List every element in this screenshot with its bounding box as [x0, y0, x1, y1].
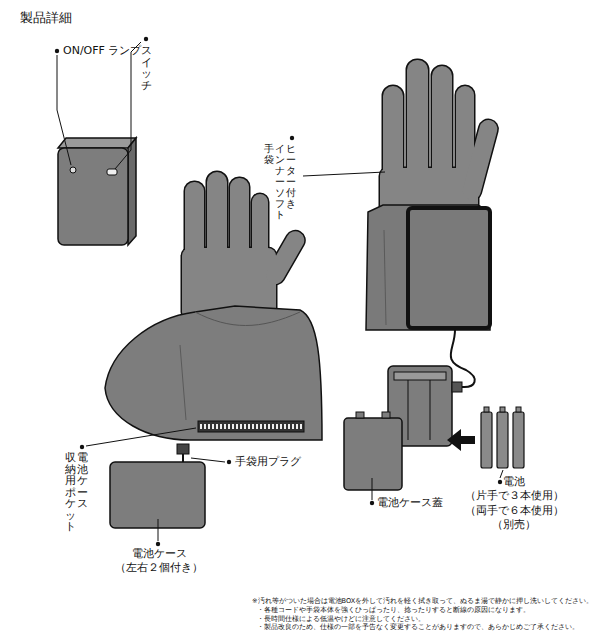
part-label: 手袋用プラグ [235, 455, 301, 469]
part-label: 電池ケース蓋 [377, 496, 443, 510]
leader-line [303, 172, 385, 176]
part-label: ヒーター付き インナーソフト 手袋 [264, 143, 296, 220]
bullet-dot [498, 480, 502, 484]
glove-cuff [366, 205, 490, 330]
part-label: 電池ケース （左右２個付き） [104, 547, 214, 576]
leader-line [115, 42, 141, 169]
note-text: ・各種コードや手袋本体を強くひっぱったり、捻ったりすると断線の原因になります。 [257, 606, 530, 614]
note-text: ※汚れ等がついた場合は電池BOXを外して汚れを軽く拭き取って、ぬるま湯で静かに押… [252, 597, 593, 605]
part-label: ON/OFF ランプ [63, 44, 141, 58]
lid-tab [382, 412, 390, 418]
part-label: 電池ケース 収納用ポケット [65, 452, 87, 533]
glove-fill [380, 60, 499, 214]
bullet-dot [80, 445, 84, 449]
box-side [128, 138, 136, 245]
zipper-teeth [200, 424, 302, 429]
switch [107, 169, 117, 175]
leader-line [158, 519, 159, 541]
text-column: ヒーター付き [286, 143, 296, 209]
bullet-dot [290, 136, 294, 140]
battery [481, 412, 492, 468]
bullet-dot [227, 460, 231, 464]
battery-tip [500, 407, 505, 412]
case-plug [452, 382, 462, 392]
note-text: ・製品改良のため、仕様の一部を予告なく変更することがありますので、あらかじめご了… [257, 623, 579, 631]
leader-line [86, 428, 196, 446]
battery-lid [344, 412, 402, 490]
leader-line [500, 470, 503, 478]
batteries [481, 407, 524, 468]
cuff-strap [408, 208, 490, 328]
cord [451, 330, 475, 387]
part-label: 電池 （片手で３本使用） （両手で６本使用） （別売） [456, 475, 572, 532]
note-text: ・長時間仕様による低温やけどに注意してください。 [257, 615, 425, 623]
glove-outline [380, 60, 499, 214]
bullet-dot [370, 501, 374, 505]
battery-tip [516, 407, 521, 412]
bullet-dot [144, 37, 148, 41]
bullet-dot [55, 49, 59, 53]
text-column: 収納用ポケット [65, 452, 76, 533]
compartment [408, 372, 409, 440]
lamp [70, 167, 76, 173]
terminal-strip [394, 372, 446, 380]
battery [513, 412, 524, 468]
text-column: スイッチ [141, 45, 152, 91]
glove-plug [177, 444, 189, 454]
lid-tab [356, 412, 364, 418]
battery-tip [484, 407, 489, 412]
glove-opening [195, 312, 300, 326]
part-label: スイッチ [141, 45, 152, 91]
text-column: インナーソフト [275, 143, 285, 220]
box-front [58, 148, 128, 245]
pocket-zipper [198, 421, 304, 432]
lid-body [344, 418, 402, 490]
outer-glove [105, 172, 322, 440]
glove-body [105, 306, 322, 440]
box-top [58, 138, 136, 148]
text-column: 手袋 [264, 143, 274, 165]
bullet-dot [156, 542, 160, 546]
glove-seam [180, 345, 186, 420]
page-title: 製品詳細 [20, 10, 72, 26]
cuff-fold [384, 230, 386, 325]
battery-case [110, 462, 205, 528]
insert-arrow [447, 429, 475, 451]
leader-line [57, 55, 71, 165]
compartment [430, 372, 431, 440]
inner-glove [366, 60, 499, 330]
battery [497, 412, 508, 468]
leader-line [372, 478, 373, 500]
text-column: 電池ケース [77, 452, 88, 510]
battery-box [58, 138, 136, 245]
